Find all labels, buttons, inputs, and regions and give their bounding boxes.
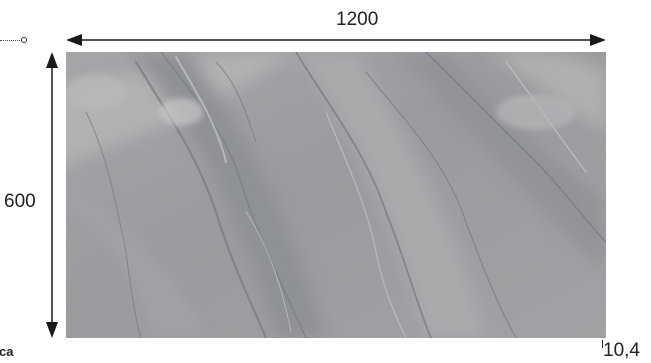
marble-texture	[66, 52, 606, 338]
width-label: 1200	[336, 9, 379, 30]
thickness-label: 10,4	[603, 340, 640, 361]
product-name-fragment: ca	[0, 344, 14, 359]
thickness-tick	[602, 340, 603, 348]
leader-circle-icon	[21, 37, 27, 43]
width-dimension-arrow	[66, 34, 606, 46]
marble-tile-image	[66, 52, 606, 338]
height-label: 600	[4, 191, 36, 212]
dotted-leader-line	[0, 40, 22, 41]
height-dimension-arrow	[46, 52, 58, 338]
